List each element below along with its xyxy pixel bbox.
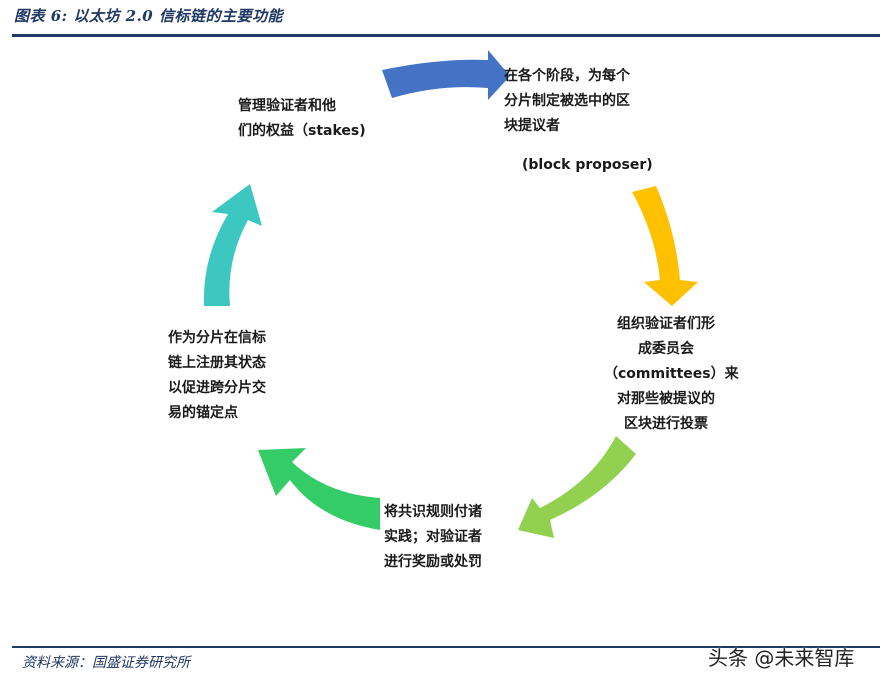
watermark: 头条 @未来智库 <box>708 646 855 670</box>
node-line: 作为分片在信标 <box>168 330 266 346</box>
node-line: 易的锚定点 <box>168 405 238 421</box>
node-select-proposer: 在各个阶段，为每个 分片制定被选中的区 块提议者 (block proposer… <box>504 64 653 178</box>
node-line: 们的权益（stakes) <box>238 123 366 139</box>
node-line: 链上注册其状态 <box>168 355 266 371</box>
cycle-arrow-left <box>203 184 262 306</box>
node-line: 管理验证者和他 <box>238 98 336 114</box>
node-line: 将共识规则付诸 <box>384 504 482 520</box>
header-divider <box>12 34 880 37</box>
node-line: 对那些被提议的 <box>617 391 715 407</box>
node-anchor-shards: 作为分片在信标 链上注册其状态 以促进跨分片交 易的锚定点 <box>168 326 266 426</box>
node-line: 区块进行投票 <box>624 416 708 432</box>
node-apply-consensus: 将共识规则付诸 实践；对验证者 进行奖励或处罚 <box>384 500 482 575</box>
node-line: 以促进跨分片交 <box>168 380 266 396</box>
cycle-arrow-bottom <box>258 448 380 530</box>
node-line: (block proposer) <box>522 157 653 173</box>
cycle-arrow-bottom-right <box>518 436 636 538</box>
figure-title: 图表 6: 以太坊 2.0 信标链的主要功能 <box>14 7 283 25</box>
node-line: 实践；对验证者 <box>384 529 482 545</box>
node-line: （committees）来 <box>604 366 739 382</box>
node-line: 进行奖励或处罚 <box>384 554 482 570</box>
node-line: 在各个阶段，为每个 <box>504 68 630 84</box>
node-line: 组织验证者们形 <box>617 316 715 332</box>
node-line: 成委员会 <box>638 341 694 357</box>
node-line <box>504 139 653 153</box>
cycle-arrow-right <box>632 186 698 306</box>
footer-divider <box>12 646 880 648</box>
source-note: 资料来源：国盛证券研究所 <box>22 655 190 671</box>
node-manage-validators: 管理验证者和他 们的权益（stakes) <box>238 94 366 144</box>
cycle-arrow-top <box>382 50 510 100</box>
node-line: 分片制定被选中的区 <box>504 93 630 109</box>
node-line: 块提议者 <box>504 118 560 134</box>
node-form-committees: 组织验证者们形 成委员会 （committees）来 对那些被提议的 区块进行投… <box>604 312 739 437</box>
